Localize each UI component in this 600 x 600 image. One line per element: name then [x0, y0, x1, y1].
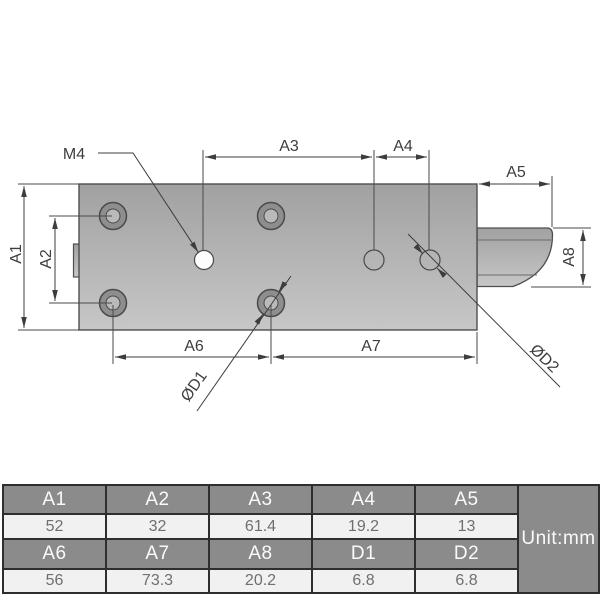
latch-plate-drawing: M4 A3 A4 A5 A6 A7 A1 A2 A8 ØD1 ØD2 [8, 138, 591, 412]
table-value-a4: 19.2 [311, 513, 416, 540]
table-value-d2: 6.8 [414, 568, 519, 594]
d2-arrow-upper [413, 243, 424, 255]
latch-tongue [476, 227, 554, 288]
table-value-a8: 20.2 [208, 568, 313, 594]
label-a2: A2 [38, 249, 55, 269]
label-a8: A8 [561, 247, 578, 267]
label-a6: A6 [184, 338, 204, 355]
d1-arrow-lower [254, 313, 264, 325]
table-header-a5: A5 [414, 484, 519, 515]
table-value-a5: 13 [414, 513, 519, 540]
table-value-a3: 61.4 [208, 513, 313, 540]
small-hole-right [419, 249, 441, 271]
ring-hole-top-middle [256, 201, 286, 231]
m4-leader [98, 152, 199, 253]
unit-cell: Unit:mm [517, 484, 600, 594]
mounting-holes [98, 201, 441, 318]
d1-leader [196, 275, 292, 412]
table-value-d1: 6.8 [311, 568, 416, 594]
label-a1: A1 [8, 244, 25, 264]
m4-threaded-hole [193, 249, 215, 271]
table-value-a1: 52 [2, 513, 107, 540]
label-a4: A4 [393, 138, 413, 155]
ring-hole-top-left [98, 201, 128, 231]
table-header-a2: A2 [105, 484, 210, 515]
label-m4: M4 [63, 146, 85, 163]
dimension-lines [21, 154, 586, 360]
table-header-d2: D2 [414, 538, 519, 570]
label-a5: A5 [506, 164, 526, 181]
extension-lines [18, 150, 591, 364]
table-header-d1: D1 [311, 538, 416, 570]
d2-leader [407, 233, 561, 388]
table-header-a6: A6 [2, 538, 107, 570]
dimension-table: A1 A2 A3 A4 A5 Unit:mm 52 32 61.4 19.2 1… [2, 484, 600, 594]
table-value-a7: 73.3 [105, 568, 210, 594]
ring-hole-bottom-left [98, 288, 128, 318]
part-body [72, 183, 554, 331]
d2-arrow-lower [436, 267, 447, 278]
table-header-a1: A1 [2, 484, 107, 515]
label-d1: ØD1 [178, 368, 211, 405]
table-header-a3: A3 [208, 484, 313, 515]
d1-arrow-upper [278, 281, 288, 293]
leader-lines [98, 152, 561, 412]
table-value-a2: 32 [105, 513, 210, 540]
table-value-a6: 56 [2, 568, 107, 594]
label-a7: A7 [361, 338, 381, 355]
table-header-a4: A4 [311, 484, 416, 515]
table-header-a7: A7 [105, 538, 210, 570]
table-header-a8: A8 [208, 538, 313, 570]
label-a3: A3 [279, 138, 299, 155]
